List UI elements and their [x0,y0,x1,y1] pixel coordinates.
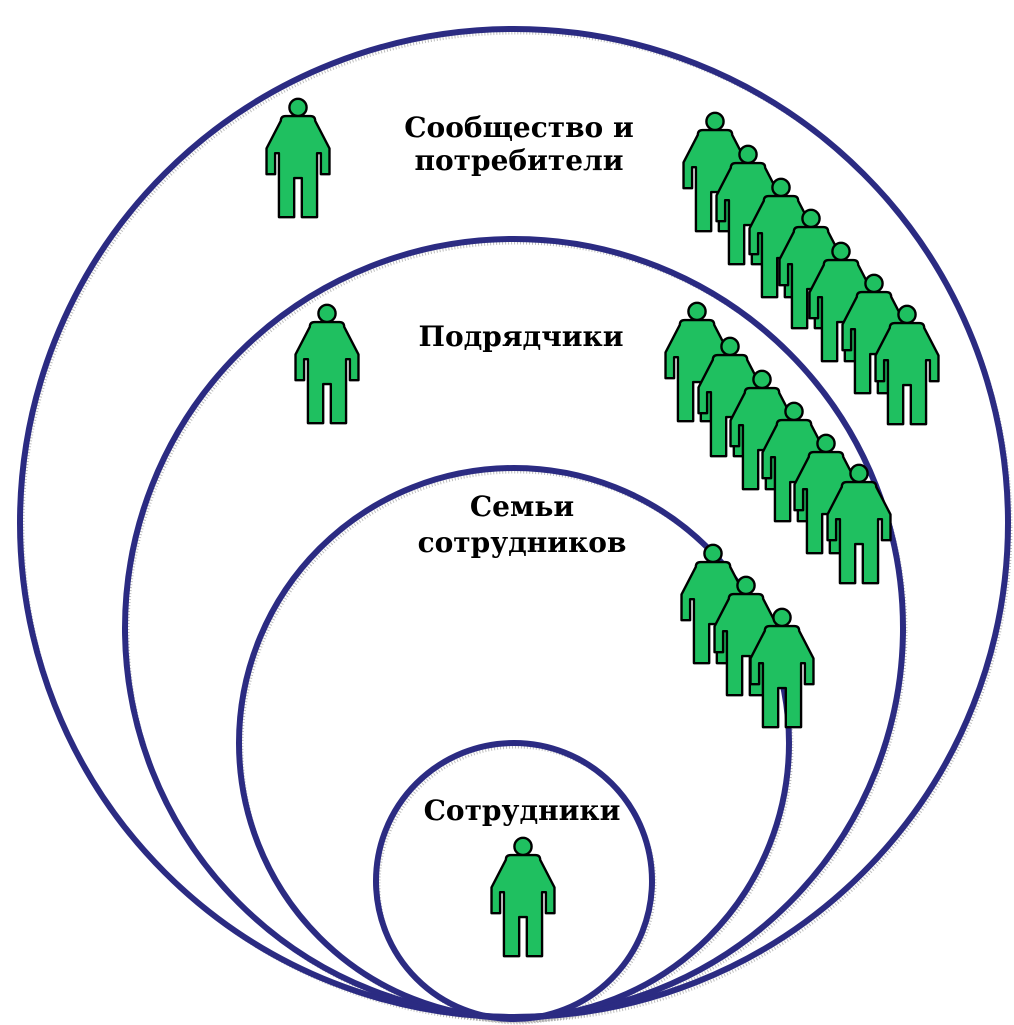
label-employees: Сотрудники [424,794,621,827]
label-contractors: Подрядчики [419,320,624,353]
label-families-line-1: Семьи [470,490,574,523]
label-community-line-1: Сообщество и [404,111,633,144]
rings [17,26,1011,1022]
person-icon [265,97,331,219]
label-families-line-2: сотрудников [418,526,627,559]
ring-employees [373,740,655,1022]
label-community-line-2: потребители [414,144,623,177]
person-icon [490,836,556,958]
person-icon [294,303,360,425]
ring-labels: Сообщество и потребители Подрядчики Семь… [404,111,633,827]
